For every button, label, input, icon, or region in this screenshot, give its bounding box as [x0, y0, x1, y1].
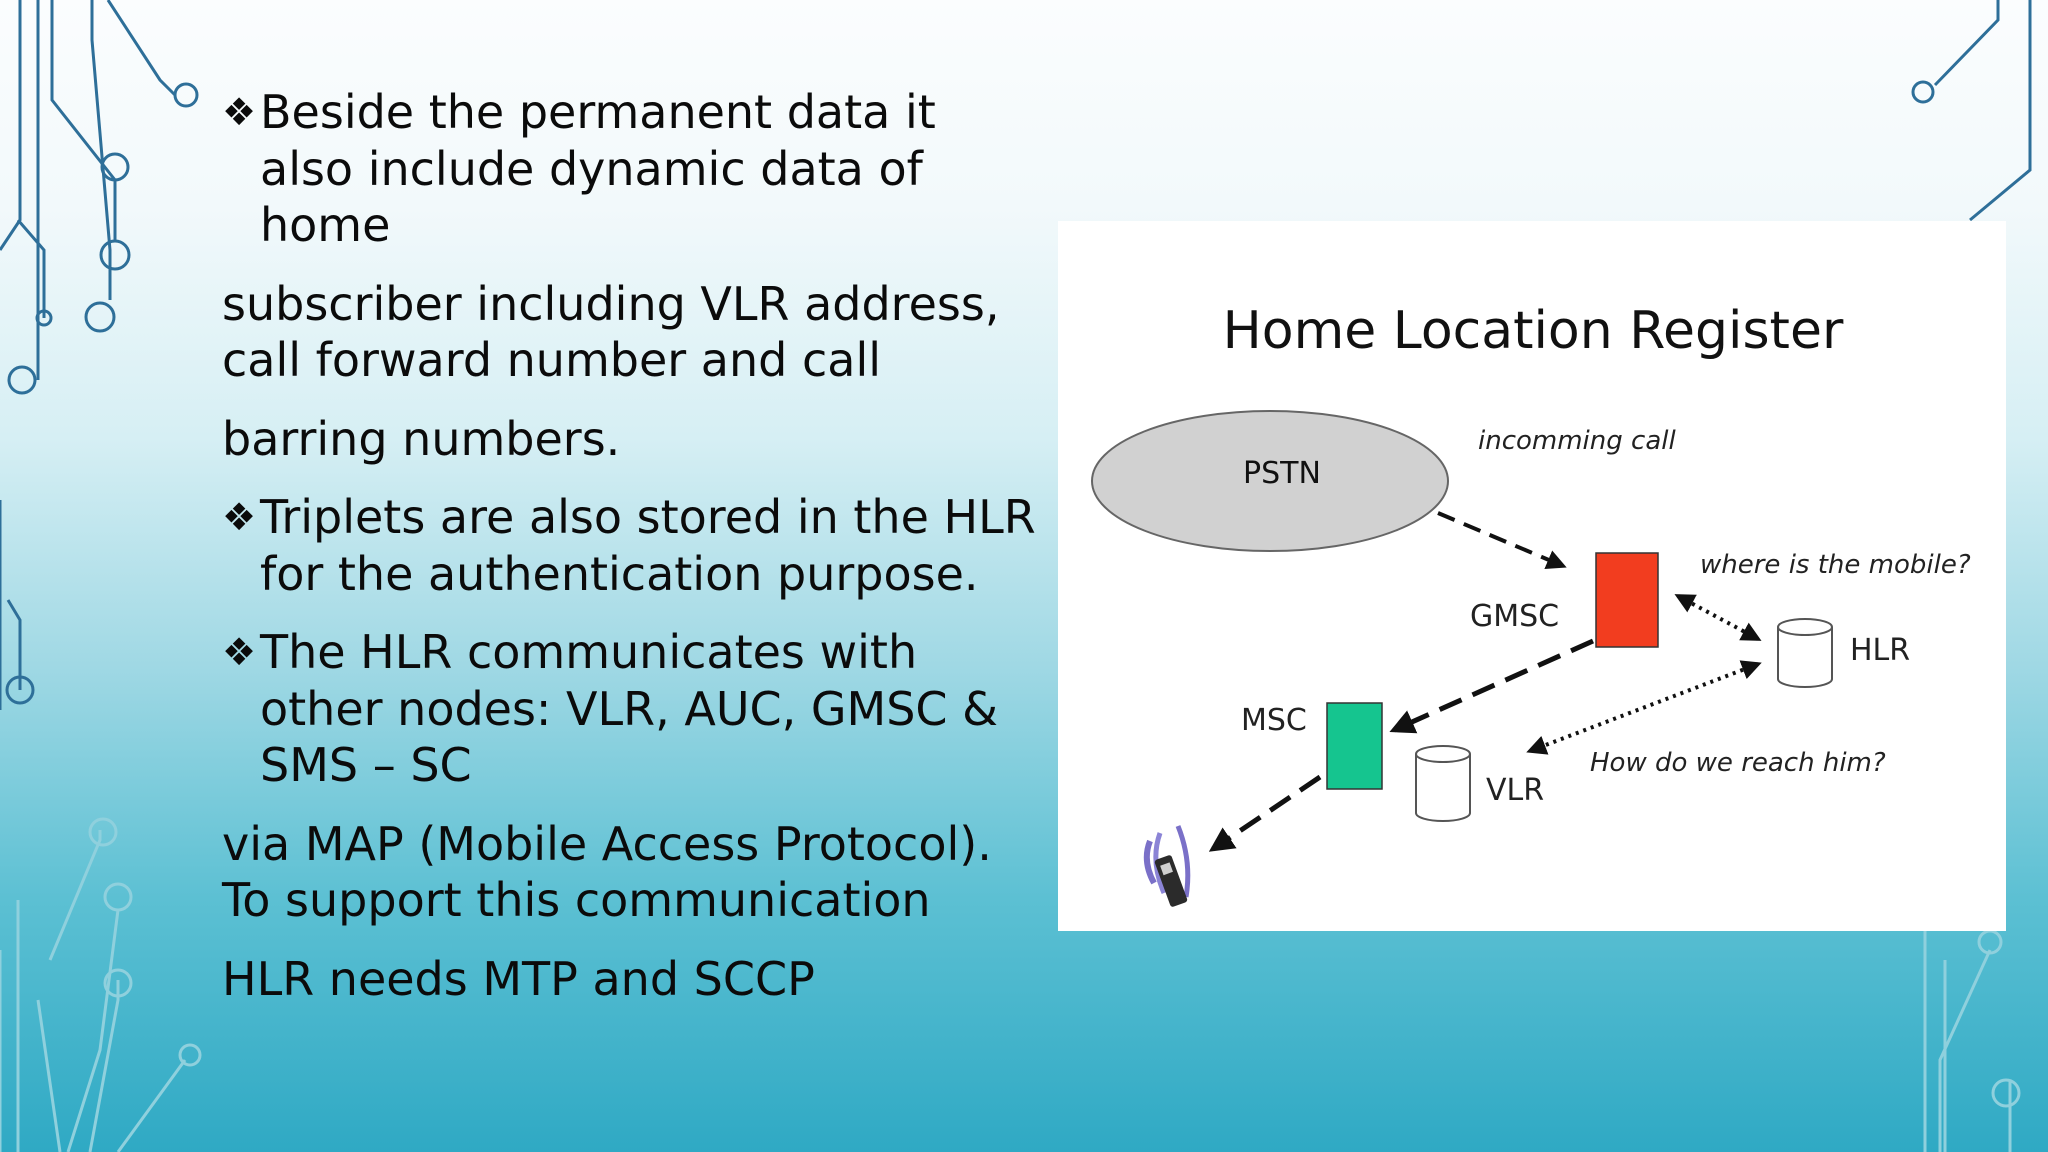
- continuation-text: subscriber including VLR address, call f…: [222, 276, 1000, 388]
- hlr-database-icon: [1777, 618, 1833, 688]
- bullet-triplets: ❖ Triplets are also stored in the HLR fo…: [222, 489, 1042, 602]
- gmsc-label: GMSC: [1470, 599, 1559, 634]
- slide-text: ❖ Beside the permanent data it also incl…: [222, 84, 1042, 1029]
- hlr-label: HLR: [1850, 633, 1910, 668]
- msc-to-mobile-arrow: [1208, 774, 1322, 852]
- msc-label: MSC: [1241, 703, 1307, 738]
- continuation-text: HLR needs MTP and SCCP: [222, 951, 815, 1006]
- hlr-vlr-dotted-arrow: [1526, 660, 1762, 755]
- msc-box: [1326, 702, 1383, 790]
- continuation-text: via MAP (Mobile Access Protocol). To sup…: [222, 816, 992, 928]
- gmsc-to-msc-arrow: [1389, 638, 1595, 734]
- bullet-text: Beside the permanent data it also includ…: [260, 85, 936, 252]
- diamond-bullet-icon: ❖: [222, 495, 257, 539]
- continuation-text: barring numbers.: [222, 411, 621, 466]
- where-label: where is the mobile?: [1700, 550, 1971, 580]
- vlr-database-icon: [1415, 745, 1471, 822]
- bullet-text: Triplets are also stored in the HLR for …: [260, 490, 1036, 601]
- mobile-phone-icon: [1143, 825, 1191, 907]
- diamond-bullet-icon: ❖: [222, 90, 257, 134]
- gmsc-box: [1595, 552, 1659, 648]
- bullet-permanent-data: ❖ Beside the permanent data it also incl…: [222, 84, 1042, 254]
- bullet-text: The HLR communicates with other nodes: V…: [260, 625, 998, 792]
- pstn-to-gmsc-arrow: [1437, 511, 1567, 569]
- hlr-diagram-canvas: Home Location Register PSTN incomming ca…: [1091, 301, 1971, 907]
- diamond-bullet-icon: ❖: [222, 630, 257, 674]
- pstn-label: PSTN: [1243, 456, 1321, 491]
- diagram-title: Home Location Register: [1223, 301, 1844, 361]
- gmsc-hlr-dotted-arrow: [1674, 594, 1762, 641]
- reach-label: How do we reach him?: [1590, 748, 1886, 778]
- bullet-hlr-communicates: ❖ The HLR communicates with other nodes:…: [222, 624, 1042, 794]
- hlr-diagram: Home Location Register PSTN incomming ca…: [1058, 221, 2006, 931]
- vlr-label: VLR: [1486, 773, 1544, 808]
- incoming-call-label: incomming call: [1478, 426, 1676, 456]
- pstn-ellipse: [1091, 410, 1449, 552]
